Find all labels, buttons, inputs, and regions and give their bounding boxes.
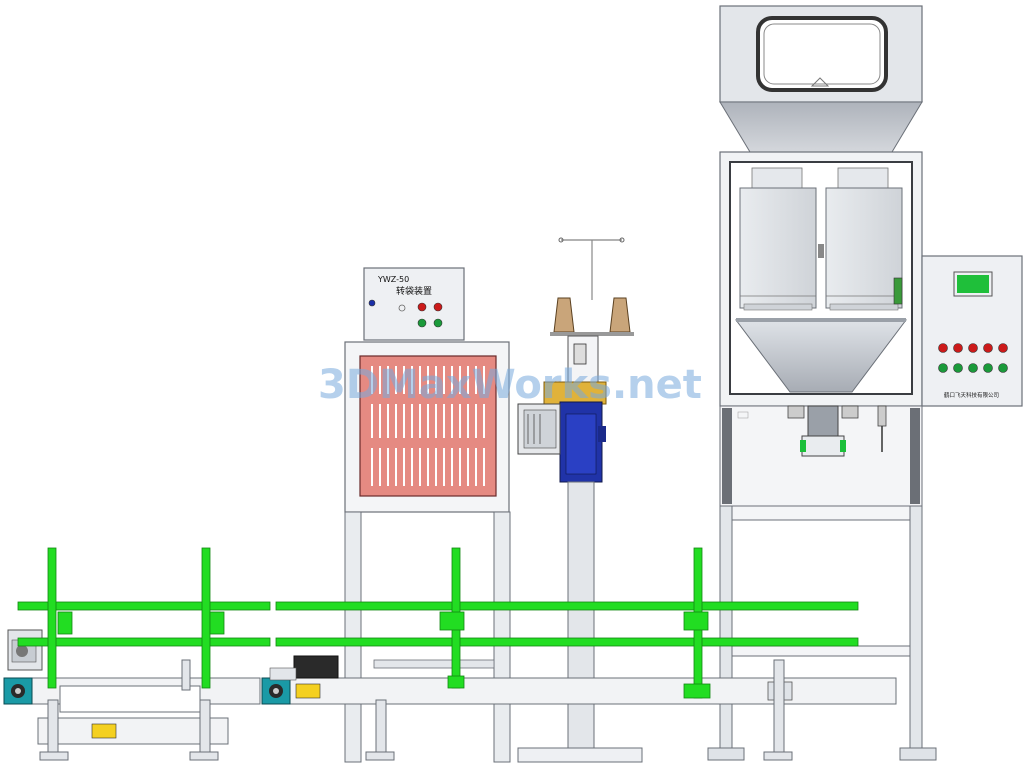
thread-spool-right bbox=[609, 297, 631, 333]
warning-plate-right bbox=[295, 683, 321, 699]
hopper-cone bbox=[719, 101, 923, 153]
watermark-text: 3DMaxWorks.net bbox=[318, 362, 702, 408]
warning-plate-left bbox=[91, 723, 117, 739]
thread-spool-left bbox=[553, 297, 575, 333]
weigh-bucket-left bbox=[739, 187, 817, 309]
box-title-label: 转袋装置 bbox=[396, 285, 432, 297]
control-cabinet: 鹤口飞天科技有限公司 bbox=[921, 255, 1023, 407]
control-box bbox=[363, 267, 465, 341]
green-buttons bbox=[938, 363, 1008, 373]
bag-turning-device: YWZ-50 转袋装置 bbox=[344, 267, 511, 763]
weigh-bucket-right bbox=[825, 187, 903, 309]
red-buttons bbox=[938, 343, 1008, 353]
conveyor-right bbox=[261, 655, 897, 705]
model-label: YWZ-50 bbox=[377, 275, 409, 284]
screw-legs bbox=[39, 659, 793, 761]
weighing-tower bbox=[707, 5, 937, 761]
hopper-window bbox=[756, 16, 888, 92]
company-label: 鹤口飞天科技有限公司 bbox=[944, 391, 999, 399]
gear-motor-right bbox=[293, 655, 339, 679]
conveyor-left bbox=[3, 629, 261, 745]
sewing-stand bbox=[517, 237, 643, 763]
guide-rails bbox=[17, 547, 859, 699]
bearing-left bbox=[3, 677, 33, 705]
